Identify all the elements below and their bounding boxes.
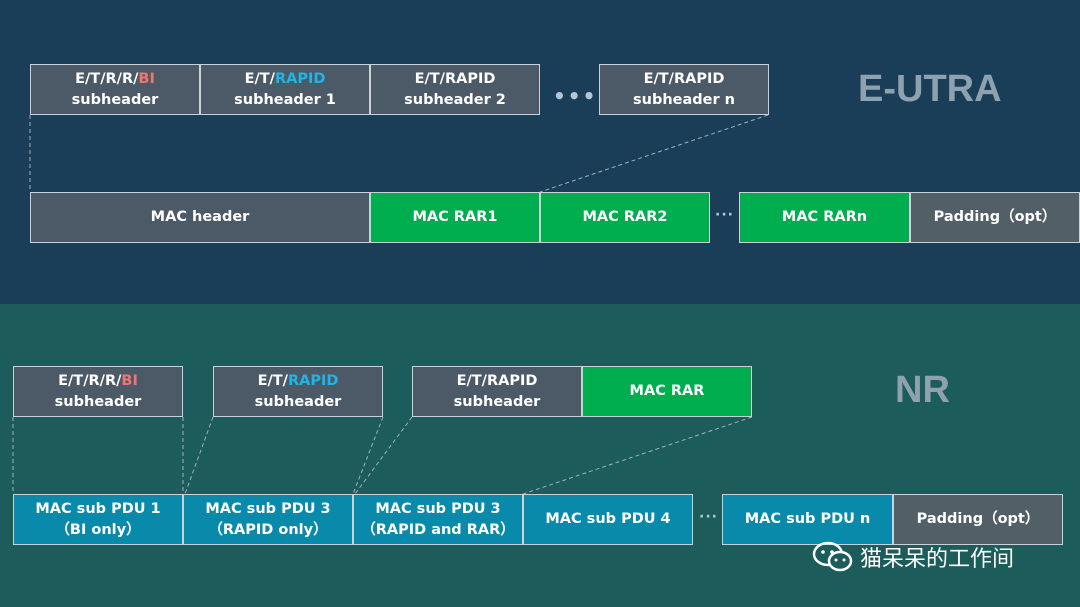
subheader-prefix: E/T/R/R/ bbox=[58, 372, 122, 389]
nr-rapid-subheader: E/T/RAPID subheader bbox=[213, 366, 383, 417]
wechat-icon bbox=[812, 541, 853, 572]
mac-sub-pdu-1: MAC sub PDU 1 （BI only） bbox=[13, 494, 183, 545]
subheader-prefix: E/T/RAPID bbox=[456, 372, 538, 389]
subheader-prefix: E/T/ bbox=[244, 70, 275, 87]
subheader-prefix: E/T/R/R/ bbox=[75, 70, 139, 87]
eutra-pdu-ellipsis: ··· bbox=[715, 207, 734, 223]
nr-padding-block: Padding（opt） bbox=[893, 494, 1063, 545]
eutra-padding-block: Padding（opt） bbox=[910, 192, 1080, 243]
eutra-subheader-ellipsis: ••• bbox=[553, 84, 598, 108]
subheader-label: subheader n bbox=[632, 91, 735, 108]
mac-rar2-block: MAC RAR2 bbox=[540, 192, 710, 243]
nr-mac-rar-block: MAC RAR bbox=[582, 366, 752, 417]
subheader-highlight: RAPID bbox=[287, 372, 339, 389]
mac-sub-pdu-n: MAC sub PDU n bbox=[722, 494, 893, 545]
eutra-rapid-subheader-2: E/T/RAPID subheader 2 bbox=[370, 64, 540, 115]
pdu-label: MAC sub PDU 3 bbox=[205, 500, 331, 517]
pdu-sublabel: （RAPID and RAR） bbox=[361, 521, 515, 538]
watermark-text: 猫呆呆的工作间 bbox=[860, 547, 1015, 572]
eutra-bi-subheader: E/T/R/R/BI subheader bbox=[30, 64, 200, 115]
nr-title: NR bbox=[895, 369, 950, 411]
subheader-label: subheader bbox=[254, 393, 342, 410]
mac-sub-pdu-4: MAC sub PDU 4 bbox=[523, 494, 693, 545]
eutra-rapid-subheader-n: E/T/RAPID subheader n bbox=[599, 64, 769, 115]
subheader-prefix: E/T/RAPID bbox=[643, 70, 725, 87]
nr-section bbox=[0, 304, 1080, 607]
subheader-label: subheader 2 bbox=[404, 91, 506, 108]
mac-rar1-block: MAC RAR1 bbox=[370, 192, 540, 243]
nr-bi-subheader: E/T/R/R/BI subheader bbox=[13, 366, 183, 417]
connector-line bbox=[352, 416, 384, 495]
subheader-label: subheader bbox=[71, 91, 159, 108]
subheader-label: subheader bbox=[453, 393, 541, 410]
mac-sub-pdu-rapid-only: MAC sub PDU 3 （RAPID only） bbox=[183, 494, 353, 545]
eutra-rapid-subheader-1: E/T/RAPID subheader 1 bbox=[200, 64, 370, 115]
pdu-label: MAC sub PDU 1 bbox=[35, 500, 161, 517]
pdu-sublabel: （BI only） bbox=[55, 521, 141, 538]
connector-line bbox=[539, 114, 769, 193]
mac-rarn-block: MAC RARn bbox=[739, 192, 910, 243]
nr-pdu-ellipsis: ··· bbox=[699, 509, 718, 525]
nr-rapid-rar-subheader: E/T/RAPID subheader bbox=[412, 366, 582, 417]
connector-line bbox=[354, 416, 413, 495]
subheader-label: subheader 1 bbox=[234, 91, 336, 108]
eutra-section bbox=[0, 0, 1080, 304]
mac-sub-pdu-rapid-and-rar: MAC sub PDU 3 （RAPID and RAR） bbox=[353, 494, 523, 545]
subheader-label: subheader bbox=[54, 393, 142, 410]
subheader-highlight: RAPID bbox=[274, 70, 326, 87]
subheader-highlight: BI bbox=[138, 70, 155, 87]
subheader-highlight: BI bbox=[121, 372, 138, 389]
pdu-label: MAC sub PDU 3 bbox=[375, 500, 501, 517]
watermark: 猫呆呆的工作间 bbox=[812, 540, 1014, 574]
subheader-prefix: E/T/ bbox=[257, 372, 288, 389]
eutra-title: E-UTRA bbox=[858, 68, 1002, 110]
mac-header-block: MAC header bbox=[30, 192, 370, 243]
connector-line bbox=[184, 416, 214, 495]
subheader-prefix: E/T/RAPID bbox=[414, 70, 496, 87]
connector-line bbox=[522, 416, 753, 495]
pdu-sublabel: （RAPID only） bbox=[208, 521, 328, 538]
